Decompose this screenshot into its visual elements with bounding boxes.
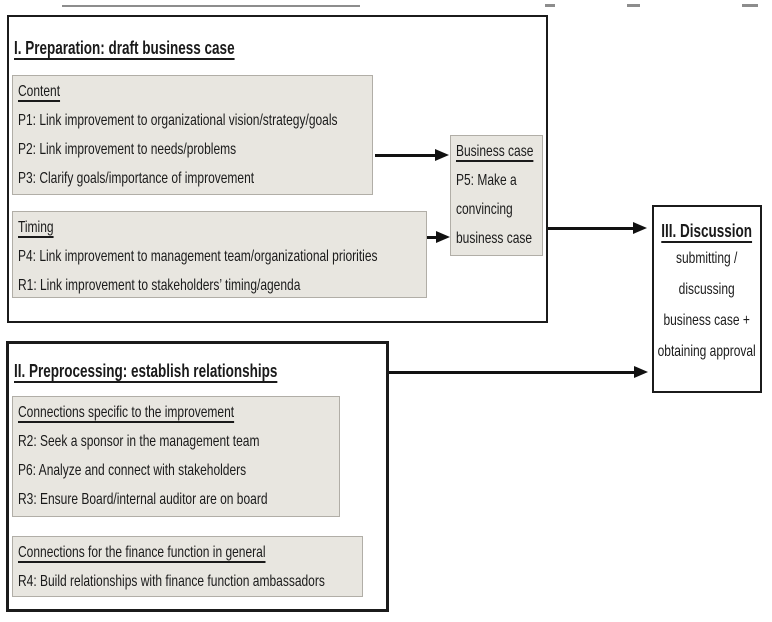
timing-header: Timing: [18, 219, 54, 236]
stage3-discussion-box: III. Discussion submitting / discussing …: [652, 205, 762, 393]
content-panel: Content P1: Link improvement to organiza…: [12, 75, 373, 195]
list-item: P6: Analyze and connect with stakeholder…: [18, 462, 247, 479]
arrowhead-icon: [634, 366, 648, 378]
stage2-title: II. Preprocessing: establish relationshi…: [14, 361, 278, 381]
arrow-content-to-businesscase: [375, 154, 435, 157]
stage3-title: III. Discussion: [661, 221, 753, 241]
connections-specific-panel: Connections specific to the improvement …: [12, 396, 340, 517]
arrowhead-icon: [435, 149, 449, 161]
cropped-text-remnant: [627, 4, 640, 7]
connections-specific-header: Connections specific to the improvement: [18, 404, 235, 421]
arrow-timing-to-businesscase: [427, 236, 436, 239]
arrowhead-icon: [436, 231, 450, 243]
list-item: P2: Link improvement to needs/problems: [18, 141, 237, 158]
business-case-body: P5: Make a convincing business case: [456, 172, 533, 247]
timing-panel: Timing P4: Link improvement to managemen…: [12, 211, 427, 298]
arrow-stage2-to-stage3: [389, 371, 634, 374]
list-item: R2: Seek a sponsor in the management tea…: [18, 433, 260, 450]
arrowhead-icon: [633, 222, 647, 234]
arrow-stage1-to-stage3: [548, 227, 633, 230]
business-case-header: Business case: [456, 143, 534, 160]
list-item: R1: Link improvement to stakeholders’ ti…: [18, 277, 301, 294]
business-case-panel: Business case P5: Make a convincing busi…: [450, 135, 543, 256]
cropped-text-remnant: [62, 5, 360, 7]
list-item: R3: Ensure Board/internal auditor are on…: [18, 491, 268, 508]
cropped-text-remnant: [545, 4, 555, 7]
connections-general-header: Connections for the finance function in …: [18, 544, 266, 561]
stage1-title: I. Preparation: draft business case: [14, 38, 235, 58]
cropped-text-remnant: [742, 4, 758, 7]
stage3-body: submitting / discussing business case + …: [657, 250, 757, 360]
list-item: P4: Link improvement to management team/…: [18, 248, 378, 265]
list-item: R4: Build relationships with finance fun…: [18, 573, 325, 590]
connections-general-panel: Connections for the finance function in …: [12, 536, 363, 597]
content-header: Content: [18, 83, 61, 100]
list-item: P3: Clarify goals/importance of improvem…: [18, 170, 255, 187]
list-item: P1: Link improvement to organizational v…: [18, 112, 338, 129]
